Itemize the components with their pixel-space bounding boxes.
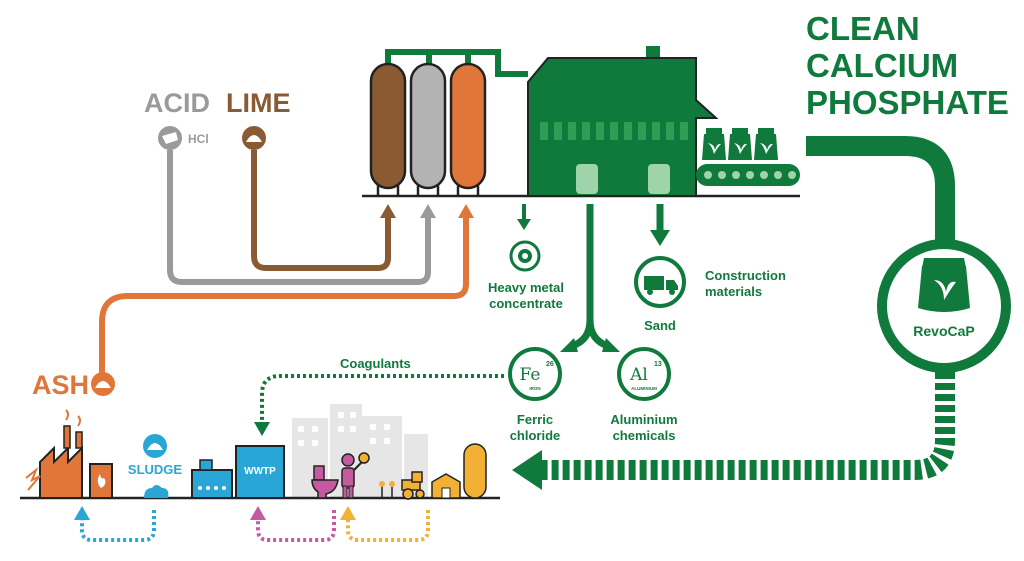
coagulants-flow-line — [260, 374, 504, 424]
plant-door-1 — [576, 164, 598, 194]
revocap-label: RevoCaP — [913, 323, 974, 339]
ash-input-icon — [91, 372, 115, 396]
ash-label: ASH — [32, 370, 89, 400]
ferric-element: IRON — [529, 386, 540, 391]
reactor-tanks — [369, 49, 528, 196]
product-arrow-head — [512, 450, 542, 490]
lime-input-icon — [242, 126, 266, 150]
lime-flow-line — [251, 150, 391, 271]
ash-flow-line — [99, 214, 469, 374]
product-title-line-2: CALCIUM — [806, 47, 958, 84]
conveyor-belt — [696, 128, 800, 186]
power-icon — [25, 466, 41, 491]
acid-input-icon: HCl — [158, 126, 209, 150]
tractor-icon — [401, 471, 425, 500]
sand-label: Sand — [644, 318, 676, 333]
aluminium-number: 13 — [654, 361, 662, 368]
revocap-badge: RevoCaP — [877, 239, 1011, 373]
lime-tank — [369, 62, 407, 190]
heavy-metal-icon — [509, 240, 541, 272]
plant-building — [527, 46, 719, 197]
silo-icon — [463, 443, 487, 499]
wwtp-building: WWTP — [191, 445, 285, 499]
sludge-input-icon — [143, 434, 167, 458]
incinerator-factory — [25, 409, 113, 499]
product-flow-arrow — [512, 136, 955, 490]
acid-flow-line — [167, 150, 431, 285]
wwtp-label: WWTP — [244, 466, 276, 477]
barn-icon — [431, 473, 461, 499]
ferric-label-line-1: Ferric — [517, 412, 553, 427]
heavy-metal-label-line-2: concentrate — [489, 296, 563, 311]
product-title-line-3: PHOSPHATE — [806, 84, 1009, 121]
fire-icon — [97, 474, 106, 488]
lime-label: LIME — [226, 88, 291, 118]
plant-sprout-icon — [379, 481, 395, 498]
acid-label: ACID — [144, 88, 210, 118]
fertilizer-bag-icon — [918, 258, 970, 312]
construction-label-line-1: Construction — [705, 268, 786, 283]
sludge-loop-arrow — [74, 506, 156, 542]
aluminium-label-line-1: Aluminium — [610, 412, 677, 427]
ferric-element-icon: Fe 26 IRON — [508, 347, 562, 401]
product-bag-icon — [702, 128, 778, 160]
ferric-symbol: Fe — [520, 365, 541, 385]
wastewater-loop-arrow — [250, 506, 336, 542]
aluminium-element-icon: Al 13 ALUMINIUM — [617, 347, 671, 401]
sludge-label: SLUDGE — [128, 462, 183, 477]
ferric-number: 26 — [546, 361, 554, 368]
acid-formula: HCl — [188, 132, 209, 146]
acid-tank — [409, 62, 447, 190]
product-title: CLEAN CALCIUM PHOSPHATE — [806, 10, 1009, 121]
plant-door-2 — [648, 164, 670, 194]
ash-tank — [449, 62, 487, 190]
toilet-icon — [311, 465, 339, 499]
sludge-pile — [144, 485, 169, 498]
person-icon — [341, 452, 370, 499]
farm-icons — [379, 443, 487, 500]
aluminium-label-line-2: chemicals — [613, 428, 676, 443]
food-loop-arrow — [340, 506, 430, 542]
product-title-line-1: CLEAN — [806, 10, 920, 47]
construction-label-line-2: materials — [705, 284, 762, 299]
ferric-label-line-2: chloride — [510, 428, 561, 443]
coagulants-label: Coagulants — [340, 356, 411, 371]
cement-truck-icon — [634, 256, 686, 308]
aluminium-element: ALUMINIUM — [631, 386, 657, 391]
food-icon — [358, 452, 370, 464]
heavy-metal-label-line-1: Heavy metal — [488, 280, 564, 295]
aluminium-symbol: Al — [629, 365, 648, 385]
